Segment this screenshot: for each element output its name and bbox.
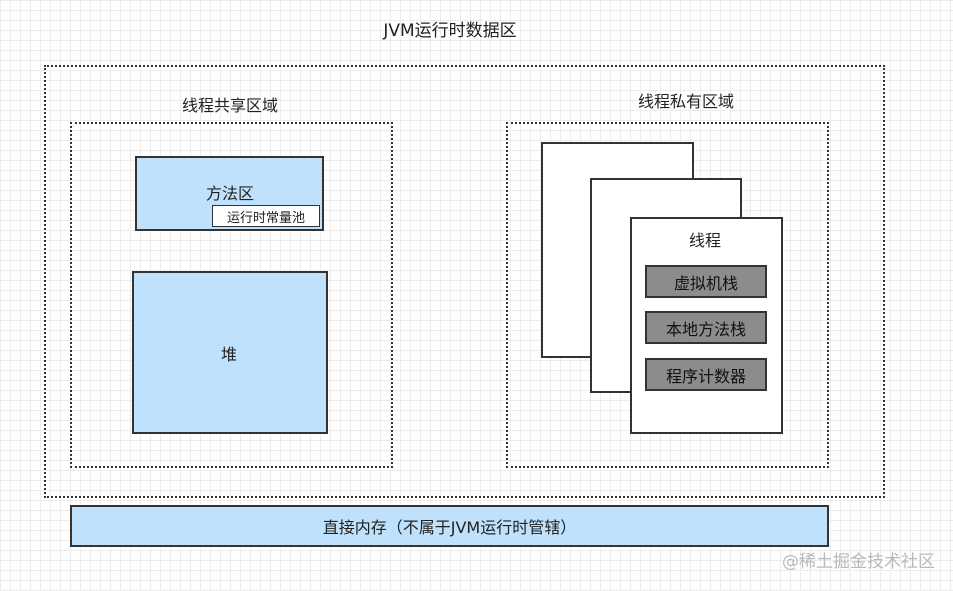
heap: 堆 bbox=[132, 271, 328, 434]
method-area-label: 方法区 bbox=[205, 184, 254, 203]
watermark: @稀土掘金技术社区 bbox=[782, 552, 935, 572]
direct-memory-label: 直接内存（不属于JVM运行时管辖） bbox=[322, 518, 577, 537]
program-counter: 程序计数器 bbox=[645, 358, 767, 391]
runtime-constant-pool-label: 运行时常量池 bbox=[226, 210, 305, 226]
thread-label: 线程 bbox=[688, 231, 721, 250]
native-method-stack-label: 本地方法栈 bbox=[665, 319, 746, 339]
direct-memory: 直接内存（不属于JVM运行时管辖） bbox=[70, 505, 829, 547]
native-method-stack: 本地方法栈 bbox=[645, 311, 767, 344]
runtime-constant-pool: 运行时常量池 bbox=[212, 205, 320, 227]
private-area-title: 线程私有区域 bbox=[637, 92, 734, 111]
diagram-title: JVM运行时数据区 bbox=[383, 21, 517, 41]
shared-area-title: 线程共享区域 bbox=[181, 96, 278, 115]
private-area bbox=[506, 122, 829, 468]
vm-stack: 虚拟机栈 bbox=[645, 265, 767, 298]
shared-area bbox=[70, 122, 393, 468]
runtime-data-area bbox=[44, 65, 885, 498]
program-counter-label: 程序计数器 bbox=[665, 366, 746, 386]
vm-stack-label: 虚拟机栈 bbox=[673, 273, 738, 293]
heap-label: 堆 bbox=[220, 344, 237, 364]
